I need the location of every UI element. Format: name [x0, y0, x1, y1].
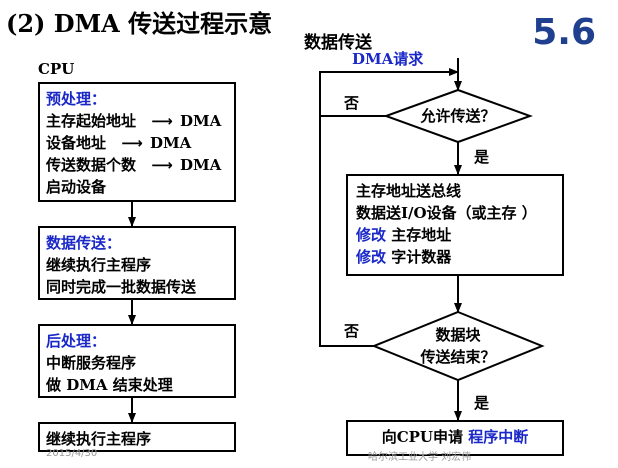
- preprocess-target: DMA: [180, 112, 222, 130]
- preprocess-line: 启动设备: [46, 178, 107, 196]
- preprocess-line: 设备地址 ⟶ DMA: [46, 132, 228, 154]
- preprocess-line: 主存起始地址 ⟶ DMA: [46, 110, 228, 132]
- preprocess-text: 主存起始地址: [46, 112, 137, 130]
- decision2-text: 数据块 传送结束？: [384, 324, 532, 368]
- preprocess-target: DMA: [150, 134, 192, 152]
- right-arrow-icon: ⟶: [121, 134, 143, 152]
- page-title: (2) DMA 传送过程示意: [6, 9, 273, 38]
- preprocess-target: DMA: [180, 156, 222, 174]
- transfer-line: 同时完成一批数据传送: [46, 278, 197, 296]
- process-text: 字计数器: [386, 248, 452, 266]
- footer-org: 哈尔滨工业大学 刘宏伟: [368, 452, 472, 463]
- loop-no1: [319, 68, 459, 117]
- interrupt-request-box: 向CPU申请 程序中断: [346, 420, 564, 456]
- preprocess-box: 预处理： 主存起始地址 ⟶ DMA 设备地址 ⟶ DMA 传送数据个数 ⟶ DM…: [38, 82, 236, 202]
- cpu-label: CPU: [38, 60, 75, 78]
- process-line: 修改 字计数器: [356, 246, 554, 268]
- preprocess-heading: 预处理：: [46, 90, 107, 108]
- postprocess-line: 做 DMA 结束处理: [46, 376, 173, 394]
- postprocess-line: 中断服务程序: [46, 354, 137, 372]
- yes2-label: 是: [474, 394, 490, 412]
- process-line: 主存地址送总线: [356, 182, 462, 200]
- process-line: 修改 主存地址: [356, 224, 554, 246]
- transfer-process-box: 主存地址送总线 数据送I/O设备（或主存 ） 修改 主存地址 修改 字计数器: [346, 174, 564, 276]
- slide-number: 5.6: [532, 12, 596, 53]
- preprocess-text: 传送数据个数: [46, 156, 137, 174]
- dma-request-label: DMA请求: [352, 50, 424, 68]
- decision2-line: 传送结束？: [420, 348, 496, 366]
- right-arrow-icon: ⟶: [151, 156, 173, 174]
- flow-title: 数据传送: [304, 33, 372, 53]
- continue-main-box: 继续执行主程序: [38, 422, 236, 452]
- no1-label: 否: [344, 94, 360, 112]
- process-line: 数据送I/O设备（或主存 ）: [356, 204, 537, 222]
- modify-keyword: 修改: [356, 248, 387, 266]
- right-arrow-icon: ⟶: [151, 112, 173, 130]
- continue-main-text: 继续执行主程序: [46, 430, 152, 448]
- program-interrupt-keyword: 程序中断: [468, 428, 529, 446]
- interrupt-prefix: 向CPU申请: [381, 428, 469, 446]
- footer-date: 2015/4/30: [46, 448, 98, 459]
- transfer-heading: 数据传送：: [46, 234, 122, 252]
- decision2-line: 数据块: [435, 326, 481, 344]
- decision1-text: 允许传送？: [420, 107, 496, 125]
- postprocess-box: 后处理： 中断服务程序 做 DMA 结束处理: [38, 324, 236, 398]
- modify-keyword: 修改: [356, 226, 387, 244]
- data-transfer-box: 数据传送： 继续执行主程序 同时完成一批数据传送: [38, 226, 236, 300]
- yes1-label: 是: [474, 148, 490, 166]
- loop-no2: [319, 116, 374, 347]
- transfer-line: 继续执行主程序: [46, 256, 152, 274]
- postprocess-heading: 后处理：: [46, 332, 107, 350]
- no2-label: 否: [344, 322, 360, 340]
- preprocess-text: 设备地址: [46, 134, 107, 152]
- preprocess-line: 传送数据个数 ⟶ DMA: [46, 154, 228, 176]
- process-text: 主存地址: [386, 226, 452, 244]
